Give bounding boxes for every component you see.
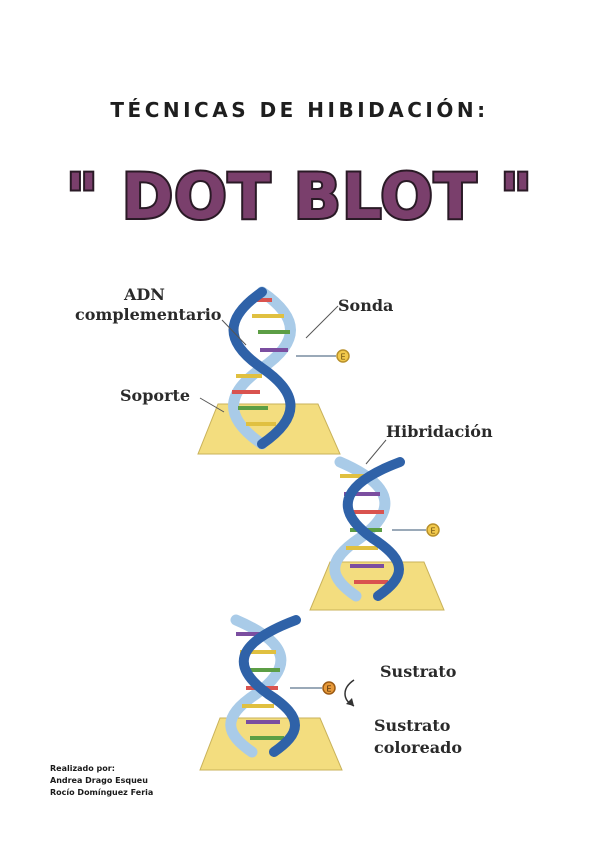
label-adn: ADN (124, 285, 165, 304)
support-1 (197, 403, 341, 455)
pointer-adn (221, 319, 247, 346)
pointer-hibridacion (365, 439, 387, 465)
enzyme-2 (426, 523, 440, 537)
label-hibridacion: Hibridación (386, 422, 493, 441)
page-title: " DOT BLOT " (64, 158, 534, 235)
credits: Realizado por: Andrea Drago Esqueu Rocío… (50, 763, 153, 799)
enzyme-3 (322, 681, 336, 695)
svg-text:E: E (326, 685, 331, 694)
label-soporte: Soporte (120, 386, 191, 405)
support-3 (199, 717, 343, 771)
helix-2: E (329, 456, 440, 602)
subtitle: TÉCNICAS DE HIBIDACIÓN: (110, 98, 489, 122)
label-sustrato: Sustrato (380, 662, 457, 681)
enzyme-1 (336, 349, 350, 363)
helix-1: E (228, 286, 350, 450)
pointer-soporte (199, 397, 225, 413)
credits-author-2: Rocío Domínguez Feria (50, 788, 154, 797)
label-sustrato-coloreado-1: Sustrato (374, 716, 451, 735)
label-sustrato-coloreado-2: coloreado (374, 738, 462, 757)
credits-author-1: Andrea Drago Esqueu (50, 776, 148, 785)
helix-3: E (225, 614, 336, 758)
svg-text:E: E (430, 527, 435, 536)
pointer-sonda (305, 305, 339, 339)
label-sonda: Sonda (338, 296, 394, 315)
svg-text:E: E (340, 353, 345, 362)
title-text: " DOT BLOT " (66, 160, 533, 233)
label-complementario: complementario (75, 305, 222, 324)
credits-heading: Realizado por: (50, 764, 115, 773)
